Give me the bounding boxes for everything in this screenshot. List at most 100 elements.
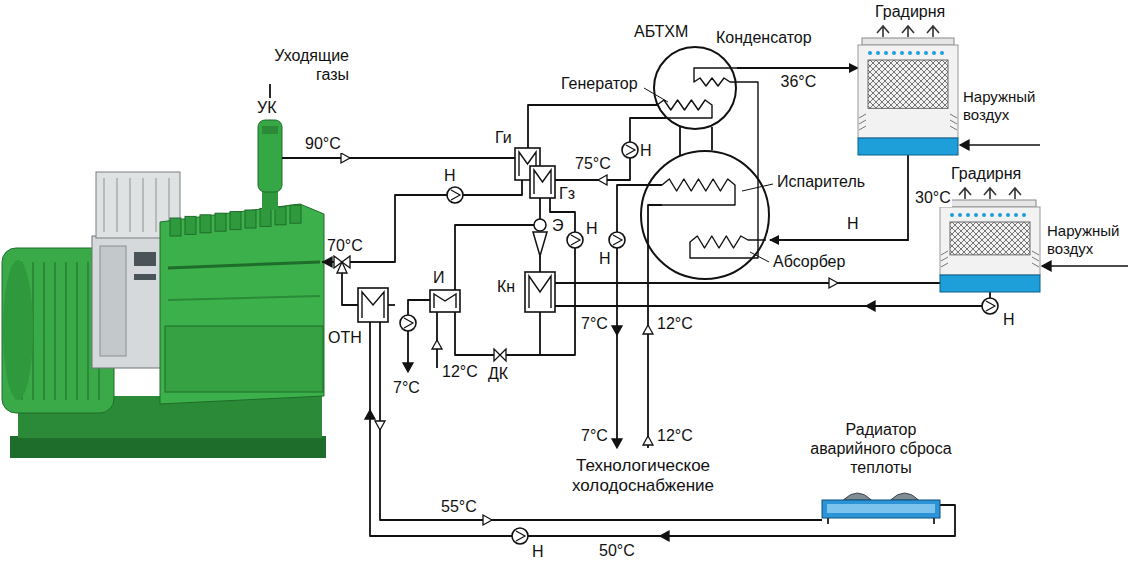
pipe-line bbox=[528, 105, 657, 148]
part-label: ДК bbox=[487, 364, 509, 383]
cylinder-head bbox=[185, 216, 196, 234]
pump-symbol bbox=[447, 187, 463, 203]
pump-symbol bbox=[451, 190, 460, 200]
chiller-absorber-vessel-shape bbox=[640, 150, 770, 280]
pipe-line bbox=[679, 127, 681, 155]
part-label: Генератор bbox=[560, 74, 639, 93]
cylinder-head bbox=[215, 213, 226, 231]
air-filter-grid bbox=[156, 178, 157, 232]
pump-label: Н bbox=[1002, 310, 1016, 329]
pipe-line bbox=[455, 225, 534, 290]
emergency-radiator: Радиатор аварийного сброса теплоты bbox=[822, 492, 940, 518]
water-drop bbox=[950, 213, 954, 217]
water-drop bbox=[884, 51, 888, 55]
cooling-tower-shape bbox=[940, 186, 1040, 292]
pump-label: Н bbox=[598, 249, 612, 268]
fan-arrow bbox=[927, 26, 939, 37]
text-wrap: Н bbox=[639, 141, 653, 160]
text-wrap: Н bbox=[443, 166, 457, 185]
pump-symbol bbox=[571, 235, 580, 245]
text-wrap: УК bbox=[256, 98, 277, 117]
text-wrap: 7°C bbox=[580, 314, 609, 333]
air-filter-grid bbox=[130, 178, 131, 232]
generator-rib bbox=[43, 262, 45, 400]
chiller-generator-vessel: АБТХМКонденсатор bbox=[653, 46, 737, 130]
water-drop bbox=[958, 213, 962, 217]
text-wrap: Гз bbox=[558, 184, 576, 203]
temperature-label: 7°C bbox=[580, 426, 609, 445]
louver bbox=[859, 114, 866, 118]
engine-block bbox=[160, 204, 324, 404]
text-wrap: И bbox=[432, 268, 446, 287]
pipe-line bbox=[322, 180, 522, 262]
pipe-line bbox=[380, 322, 822, 520]
pipe-line bbox=[1050, 265, 1128, 267]
water-drop bbox=[892, 51, 896, 55]
heat-recovery-boiler bbox=[262, 126, 278, 134]
water-drop bbox=[876, 51, 880, 55]
text-wrap: 12°C bbox=[656, 314, 694, 333]
chiller-generator-vessel-shape bbox=[653, 46, 737, 130]
heat-exchanger bbox=[525, 272, 555, 312]
pipe-line bbox=[555, 305, 982, 307]
pump-label: Н bbox=[639, 141, 653, 160]
pump-symbol bbox=[516, 531, 525, 541]
generator-end bbox=[3, 260, 33, 400]
pump-label: Н bbox=[846, 214, 860, 233]
radiator-leg bbox=[933, 518, 935, 524]
pump-symbol bbox=[613, 235, 622, 245]
louver bbox=[1032, 257, 1039, 261]
text-wrap: Н bbox=[585, 219, 599, 238]
part-label: Ги bbox=[494, 128, 513, 147]
pipe-connector bbox=[737, 67, 858, 69]
pipe-line bbox=[690, 82, 766, 258]
temperature-label: 30°C bbox=[914, 188, 952, 207]
pipe-connector bbox=[770, 155, 908, 240]
tower-fill bbox=[950, 222, 1030, 255]
pipe-line bbox=[555, 118, 666, 180]
pump-label: Н bbox=[531, 542, 545, 561]
pipe-line bbox=[968, 144, 1040, 146]
text-wrap: ОТН bbox=[327, 328, 363, 347]
louver bbox=[941, 251, 948, 255]
fan-arrow bbox=[902, 26, 914, 37]
radiator-leg bbox=[827, 518, 829, 524]
text-wrap: Испаритель bbox=[776, 172, 866, 191]
louver bbox=[859, 126, 866, 130]
text-wrap: 90°C bbox=[304, 134, 342, 153]
text-wrap: Наружный воздух bbox=[962, 88, 1042, 124]
heat-exchanger-coil bbox=[529, 276, 551, 308]
control-cabinet bbox=[100, 246, 126, 356]
water-drop bbox=[868, 51, 872, 55]
part-label: Кн bbox=[496, 277, 516, 296]
flow-arrow-hollow bbox=[643, 436, 653, 445]
node-label: Абсорбер bbox=[772, 252, 846, 271]
pipe-line bbox=[989, 292, 991, 298]
fan-arrow bbox=[959, 188, 971, 199]
temperature-label: 7°C bbox=[580, 314, 609, 333]
flow-arrow bbox=[866, 301, 875, 311]
pump-symbol bbox=[986, 301, 995, 311]
node-label: Испаритель bbox=[776, 172, 866, 191]
water-drop bbox=[1022, 213, 1026, 217]
temperature-label: 55°C bbox=[440, 497, 478, 516]
pipe-line bbox=[694, 68, 737, 86]
text-wrap: ДК bbox=[487, 364, 509, 383]
generator-rib bbox=[54, 262, 56, 400]
text-wrap: Н bbox=[846, 214, 860, 233]
ejector-nozzle bbox=[533, 232, 547, 256]
text-wrap: Уходящие газы bbox=[250, 46, 350, 84]
node-label: Конденсатор bbox=[715, 28, 813, 47]
text-wrap: Наружный воздух bbox=[1046, 222, 1126, 258]
text-wrap: Э bbox=[551, 216, 565, 235]
generator-rib bbox=[87, 262, 89, 400]
text-wrap: Радиатор аварийного сброса теплоты bbox=[806, 420, 956, 477]
pipe-line bbox=[282, 157, 515, 159]
cylinder-head bbox=[170, 218, 181, 236]
cooling-tower: Градирня bbox=[940, 186, 1040, 292]
air-filter-grid bbox=[143, 178, 144, 232]
tower-body bbox=[940, 207, 1040, 275]
emergency-radiator-shape bbox=[822, 492, 940, 518]
fan-arrow bbox=[1009, 188, 1021, 199]
water-drop bbox=[940, 51, 944, 55]
